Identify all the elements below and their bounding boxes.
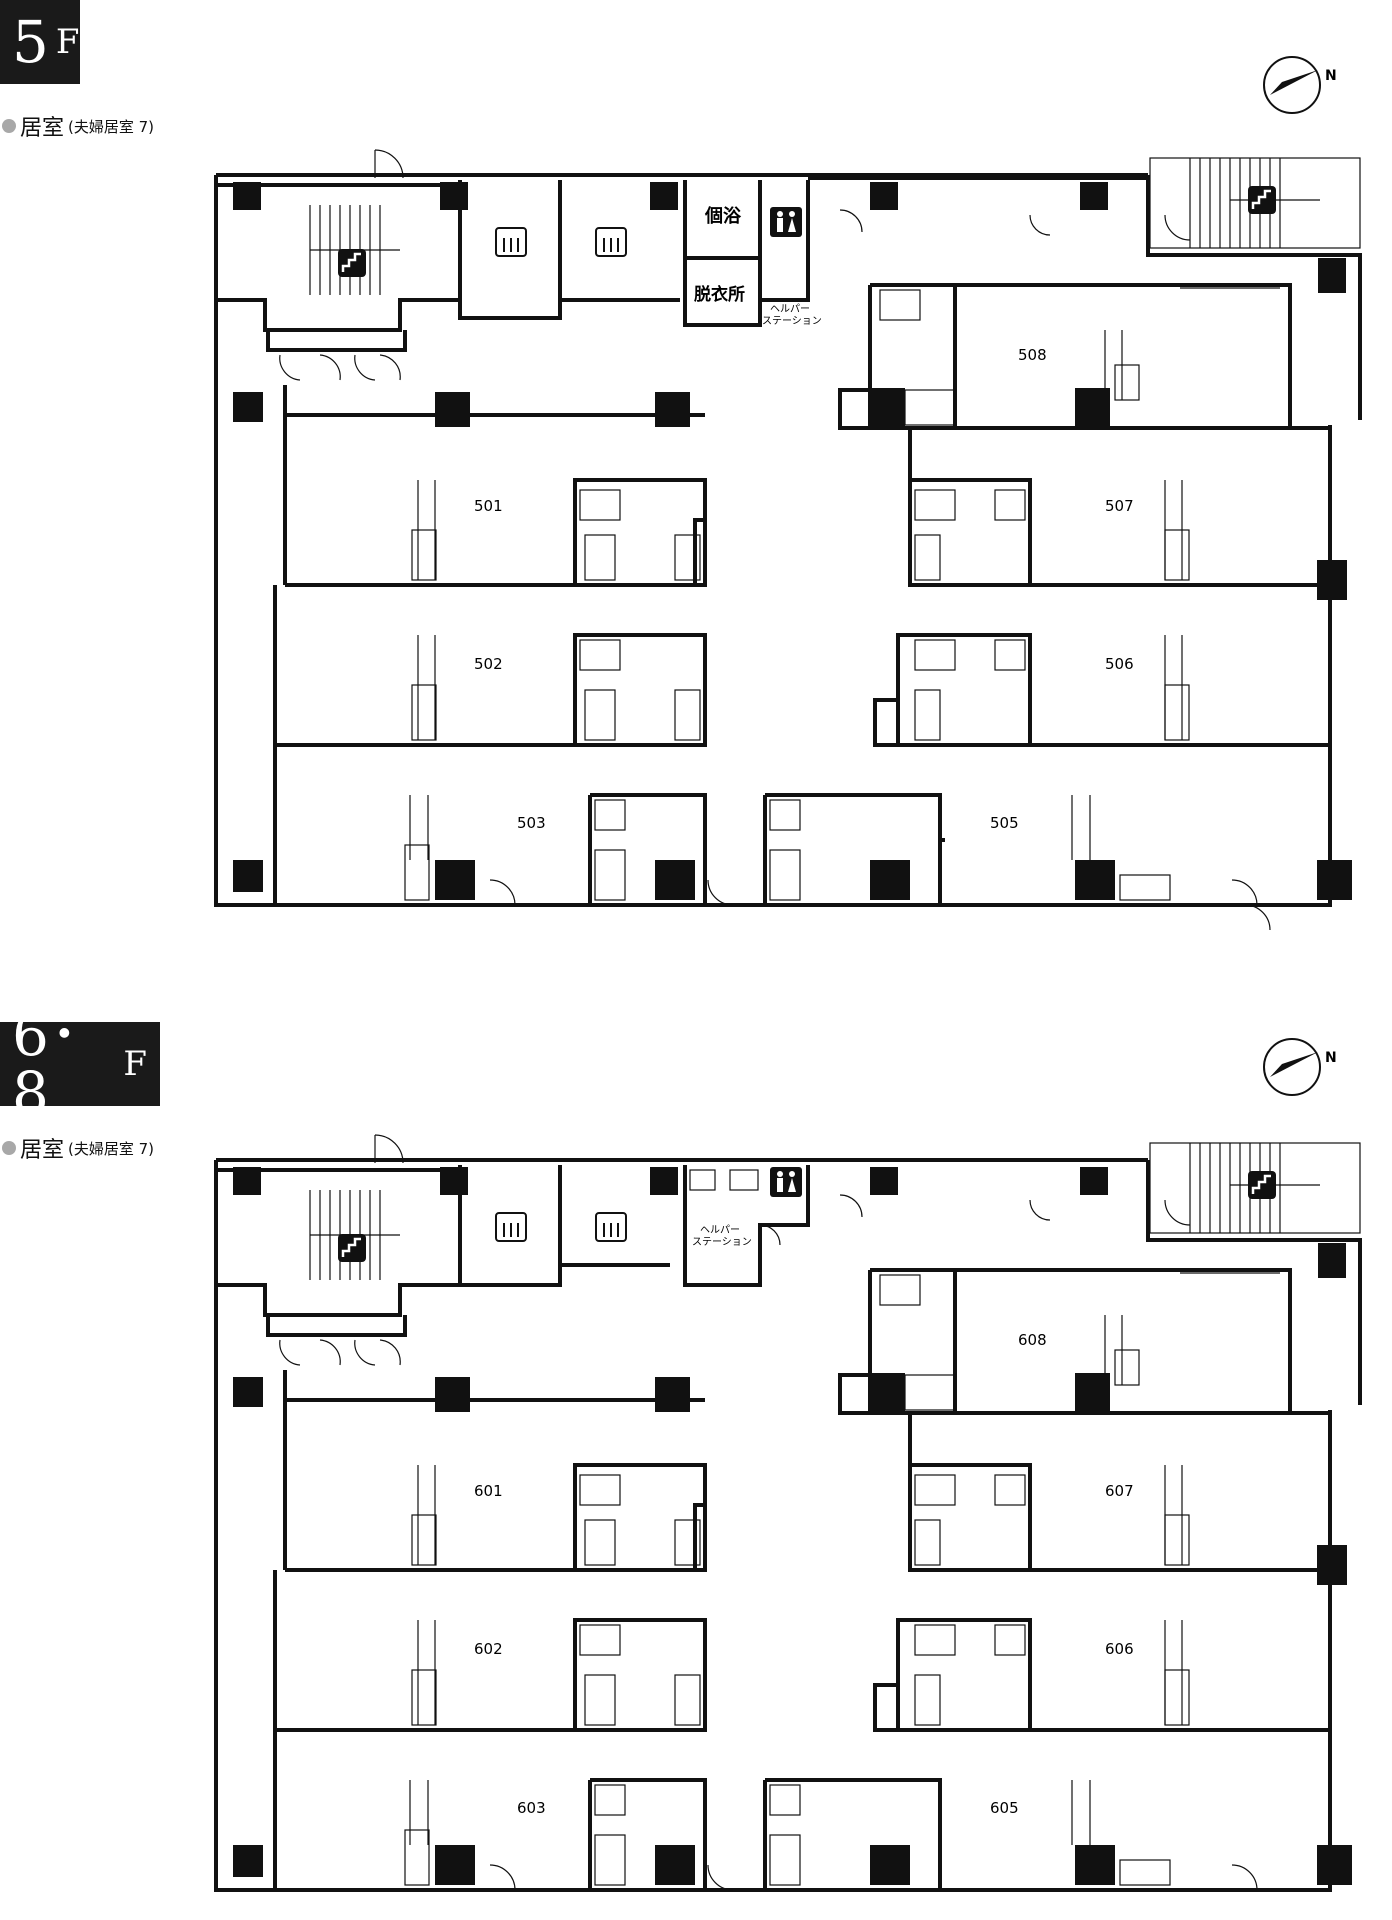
legend-sub: (夫婦居室 7) xyxy=(68,1139,155,1158)
legend-dot-icon xyxy=(2,1141,16,1155)
floor-plan-5f: N 個浴 脱衣所 ヘルパー ステーション 501 502 503 505 506… xyxy=(214,56,1362,931)
helper-station-line1: ヘルパー xyxy=(770,303,810,315)
room-label: 607 xyxy=(1105,1482,1134,1500)
compass-label: N xyxy=(1325,1050,1337,1066)
dressing-label: 脱衣所 xyxy=(694,284,745,305)
helper-station-line2: ステーション xyxy=(692,1237,752,1248)
restroom-icon xyxy=(770,1167,802,1197)
room-label: 503 xyxy=(517,814,546,832)
room-label: 603 xyxy=(517,1799,546,1817)
legend-main: 居室 xyxy=(20,1138,65,1163)
stair-icon-left xyxy=(338,1234,366,1262)
floor-number: 5 xyxy=(12,8,50,76)
helper-station-line1: ヘルパー xyxy=(700,1224,740,1236)
helper-station-line2: ステーション xyxy=(762,316,822,327)
floor-plan-6-8f: N ヘルパー ステーション 601 602 603 605 606 607 60… xyxy=(214,1038,1362,1892)
legend-6-8f: 居室 (夫婦居室 7) xyxy=(2,1132,154,1164)
room-label: 506 xyxy=(1105,655,1134,673)
compass-icon: N xyxy=(1263,1038,1337,1096)
bath-label: 個浴 xyxy=(704,206,742,227)
room-label: 508 xyxy=(1018,346,1047,364)
stair-icon-left xyxy=(338,249,366,277)
room-label: 602 xyxy=(474,1640,503,1658)
room-label: 501 xyxy=(474,497,503,515)
elevator-icon xyxy=(495,227,627,257)
restroom-icon xyxy=(770,207,802,237)
legend-dot-icon xyxy=(2,119,16,133)
legend-sub: (夫婦居室 7) xyxy=(68,117,155,136)
stair-icon-right xyxy=(1248,1171,1276,1199)
room-label: 601 xyxy=(474,1482,503,1500)
room-label: 505 xyxy=(990,814,1019,832)
room-label: 502 xyxy=(474,655,503,673)
floor-badge-6-8f: 6･8 F xyxy=(0,1006,160,1122)
floor-suffix: F xyxy=(123,1044,148,1084)
legend-main: 居室 xyxy=(20,116,65,141)
room-label: 608 xyxy=(1018,1331,1047,1349)
room-label: 605 xyxy=(990,1799,1019,1817)
elevator-icon xyxy=(495,1212,627,1242)
stair-icon-right xyxy=(1248,186,1276,214)
floor-badge-5f: 5 F xyxy=(0,0,80,84)
compass-icon: N xyxy=(1263,56,1337,114)
floor-suffix: F xyxy=(55,22,81,62)
compass-label: N xyxy=(1325,68,1337,84)
legend-5f: 居室 (夫婦居室 7) xyxy=(2,110,154,142)
room-label: 606 xyxy=(1105,1640,1134,1658)
room-label: 507 xyxy=(1105,497,1134,515)
floor-number: 6･8 xyxy=(12,1001,80,1127)
